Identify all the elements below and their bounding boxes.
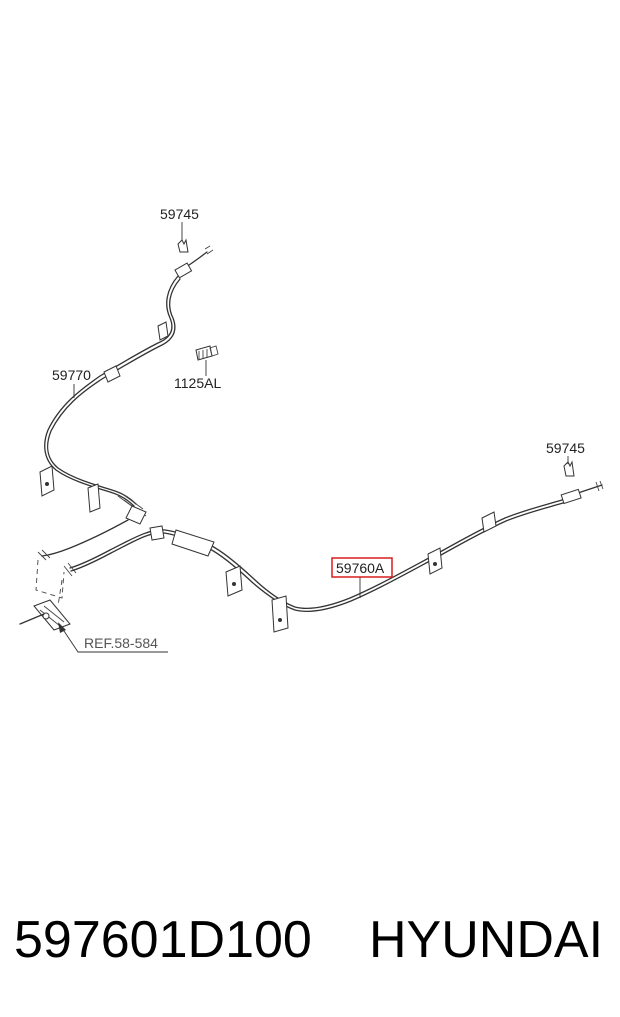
cable-end-fitting-upper (185, 251, 208, 268)
reference-label: REF.58-584 (84, 635, 158, 651)
clip-upper-icon (177, 238, 189, 253)
cable-bracket-lower-mid (87, 483, 101, 513)
equalizer-assembly (19, 559, 168, 653)
cable-end-fitting-right (577, 484, 603, 494)
cable-end-sleeve-right (560, 488, 582, 505)
callout-59745-upper: 59745 (160, 206, 199, 222)
cable-line-59770 (44, 275, 179, 507)
part-caption: 597601D100 HYUNDAI (14, 908, 614, 972)
equalizer-bracket (33, 599, 71, 631)
callout-59760a-highlight-box (331, 557, 393, 578)
equalizer-rod (19, 613, 45, 625)
brand-name: HYUNDAI (369, 911, 604, 969)
cable-grommet-left (103, 365, 121, 383)
cable-bracket-lower-left-center (225, 565, 243, 597)
cable-bracket-lower-center (271, 595, 289, 633)
callout-1125al: 1125AL (174, 375, 221, 391)
cable-bracket-upper (157, 321, 169, 341)
parking-brake-cable-diagram: 59745 59745 59770 1125AL 59760A REF.58-5… (19, 206, 604, 653)
cable-bracket-right-upper (481, 511, 497, 533)
bolt-1125al (195, 345, 219, 376)
cable-bracket-right-mid (427, 547, 443, 575)
cable-bracket-lower-left (39, 465, 55, 497)
callout-59760a: 59760A (336, 560, 385, 576)
clip-right-icon (563, 460, 575, 477)
cable-clamp-junction (149, 525, 165, 541)
cable-branch-to-equalizer (41, 519, 129, 557)
cable-line-59770-outer (47, 278, 181, 505)
clip-upper (177, 222, 189, 253)
reference-leader-line (61, 627, 168, 653)
cable-end-sleeve (174, 262, 193, 279)
part-number: 597601D100 (14, 911, 312, 969)
cable-corrugated-boot-right (171, 529, 215, 557)
callout-59745-right: 59745 (546, 440, 585, 456)
clip-right (563, 456, 575, 477)
cable-assembly-right (63, 480, 604, 633)
reference-arrow (58, 622, 66, 633)
cable-assembly-left (37, 245, 214, 561)
cable-boot-left (125, 505, 147, 525)
callout-59770: 59770 (52, 367, 91, 383)
